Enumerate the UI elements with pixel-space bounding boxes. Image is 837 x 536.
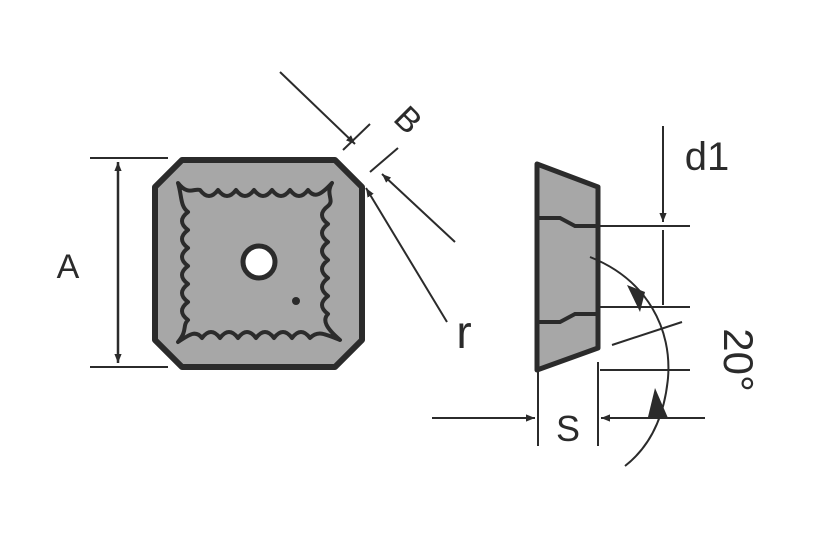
- label-r: r: [456, 306, 471, 358]
- label-b: B: [386, 99, 429, 142]
- label-s: S: [556, 408, 580, 449]
- marker-dot: [292, 297, 300, 305]
- angle-arrow-upper: [627, 285, 645, 312]
- chipbreaker-groove-top: [538, 216, 598, 228]
- dimension-r: r: [365, 187, 472, 358]
- dimension-d1: d1: [600, 126, 730, 308]
- insert-side-view: [534, 161, 601, 373]
- label-d1: d1: [685, 135, 730, 179]
- insert-top-view: [152, 157, 365, 370]
- chipbreaker-groove-bottom: [538, 312, 598, 324]
- angle-arc: [589, 256, 670, 467]
- label-a: A: [57, 248, 80, 286]
- label-angle: 20°: [715, 328, 762, 392]
- center-hole: [240, 243, 278, 281]
- side-profile: [534, 161, 601, 373]
- dimension-a: A: [57, 157, 168, 368]
- dimension-angle: 20°: [589, 256, 762, 467]
- dimension-s: S: [432, 362, 705, 449]
- chipbreaker-contour: [176, 181, 342, 344]
- angle-arrow-lower: [648, 388, 668, 418]
